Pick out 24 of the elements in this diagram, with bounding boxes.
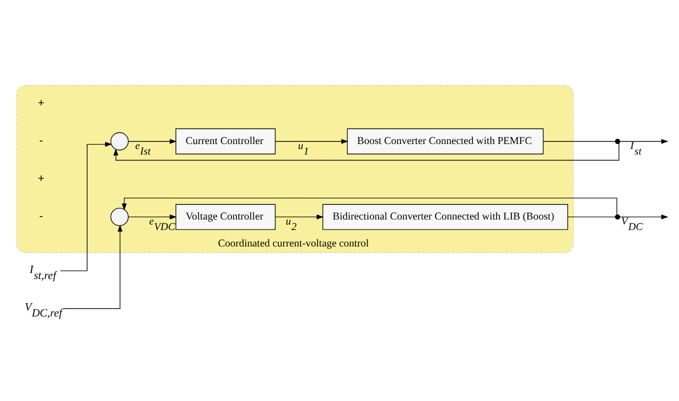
node-dot <box>614 138 620 144</box>
arrow <box>122 198 618 215</box>
label: - <box>39 135 44 148</box>
arrow <box>60 142 112 272</box>
label: + <box>38 97 44 110</box>
node-box: Bidirectional Converter Connected with LIB (Boost) <box>322 204 568 230</box>
arrow <box>128 214 177 220</box>
connector <box>567 216 616 218</box>
node-dot <box>614 214 620 220</box>
arrow <box>275 138 348 144</box>
arrow <box>128 138 177 144</box>
connector <box>542 141 616 142</box>
node-box: Current Controller <box>176 128 276 154</box>
label: - <box>39 210 44 223</box>
node-box: Boost Converter Connected with PEMFC <box>346 128 544 154</box>
arrow <box>113 143 620 161</box>
node-box: Voltage Controller <box>176 204 276 230</box>
node-circle <box>110 208 129 226</box>
arrow <box>620 138 668 144</box>
label: + <box>38 172 44 185</box>
arrow <box>63 224 122 309</box>
arrow <box>620 214 668 220</box>
node-circle <box>110 132 129 150</box>
arrow <box>275 214 324 220</box>
